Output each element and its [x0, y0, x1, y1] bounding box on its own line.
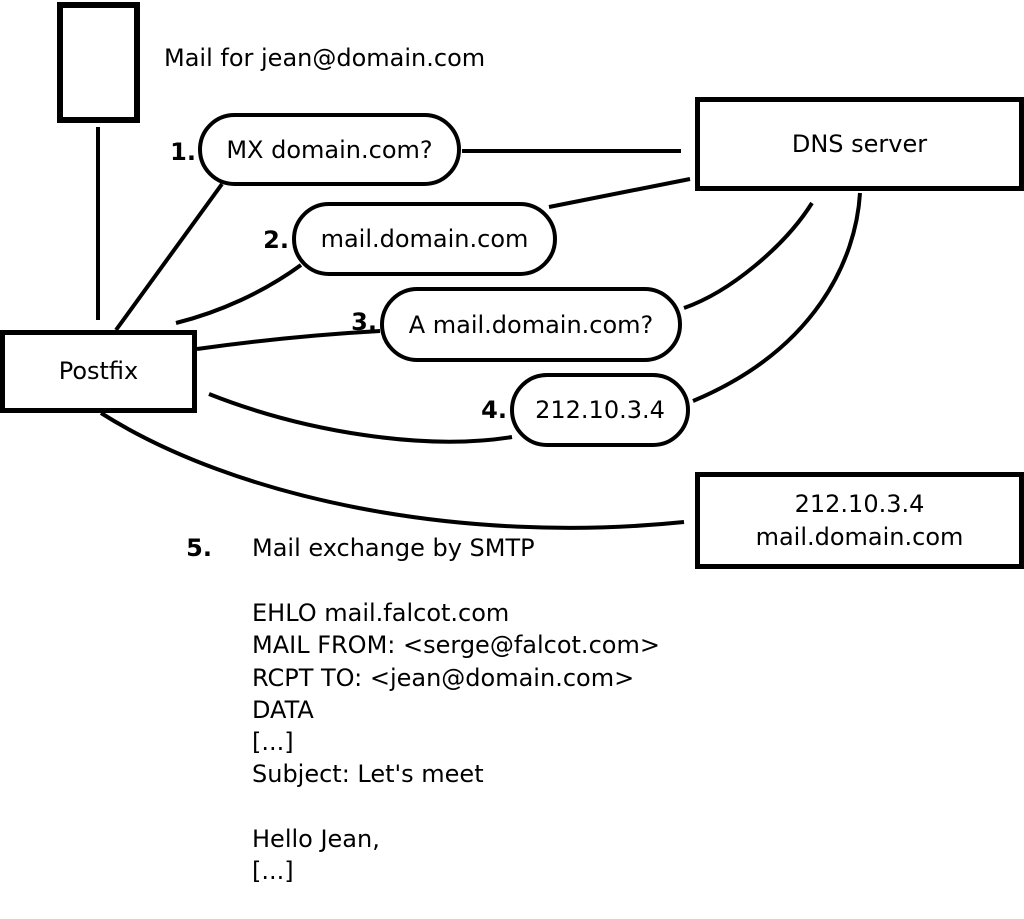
smtp-line: EHLO mail.falcot.com	[252, 599, 510, 627]
smtp-line: [...]	[252, 728, 294, 757]
step-number-5: 5.	[186, 534, 212, 562]
arrow-answer-a-to-postfix	[208, 392, 513, 444]
smtp-line: MAIL FROM: <serge@falcot.com>	[252, 631, 660, 660]
arrow-answer-mx-to-postfix	[175, 263, 303, 325]
postfix-node: Postfix	[0, 330, 197, 413]
destination-host-label: mail.domain.com	[755, 522, 964, 551]
pill-query-a-label: A mail.domain.com?	[408, 310, 654, 339]
pill-query-mx: MX domain.com?	[198, 113, 461, 186]
smtp-line: Hello Jean,	[252, 825, 380, 854]
pill-answer-a-label: 212.10.3.4	[535, 396, 665, 424]
pill-query-mx-label: MX domain.com?	[226, 135, 433, 164]
destination-server-node: 212.10.3.4 mail.domain.com	[695, 472, 1024, 569]
line-query-a-from-postfix	[196, 329, 381, 351]
line-query-mx-from-postfix	[114, 182, 224, 332]
arrow-query-a-to-dns	[683, 201, 814, 310]
smtp-line: RCPT TO: <jean@domain.com>	[252, 663, 635, 692]
dns-server-node-label: DNS server	[791, 129, 928, 158]
mail-note-label: Mail for jean@domain.com	[164, 44, 486, 72]
smtp-exchange-label: Mail exchange by SMTP	[252, 534, 535, 562]
line-answer-mx-from-dns	[548, 177, 691, 209]
step-number-4: 4.	[481, 396, 507, 424]
pill-answer-a: 212.10.3.4	[510, 373, 690, 447]
pill-answer-mx-label: mail.domain.com	[320, 225, 529, 253]
smtp-session-text: EHLO mail.falcot.com MAIL FROM: <serge@f…	[252, 597, 660, 919]
pill-query-a: A mail.domain.com?	[380, 287, 682, 362]
smtp-line	[252, 888, 660, 919]
smtp-line: Subject: Let's meet	[252, 760, 484, 789]
dns-server-node: DNS server	[695, 97, 1024, 191]
step-number-1: 1.	[170, 138, 196, 166]
smtp-line	[252, 791, 660, 823]
step-number-3: 3.	[351, 308, 377, 336]
line-answer-a-from-dns	[692, 192, 862, 403]
smtp-line: [...]	[252, 857, 294, 886]
smtp-line: DATA	[252, 695, 314, 724]
pill-answer-mx: mail.domain.com	[292, 202, 557, 276]
step-number-2: 2.	[263, 226, 289, 254]
mail-message-node	[57, 2, 140, 123]
postfix-node-label: Postfix	[58, 357, 139, 385]
destination-ip-label: 212.10.3.4	[794, 489, 925, 518]
arrow-smtp-exchange	[99, 411, 685, 530]
